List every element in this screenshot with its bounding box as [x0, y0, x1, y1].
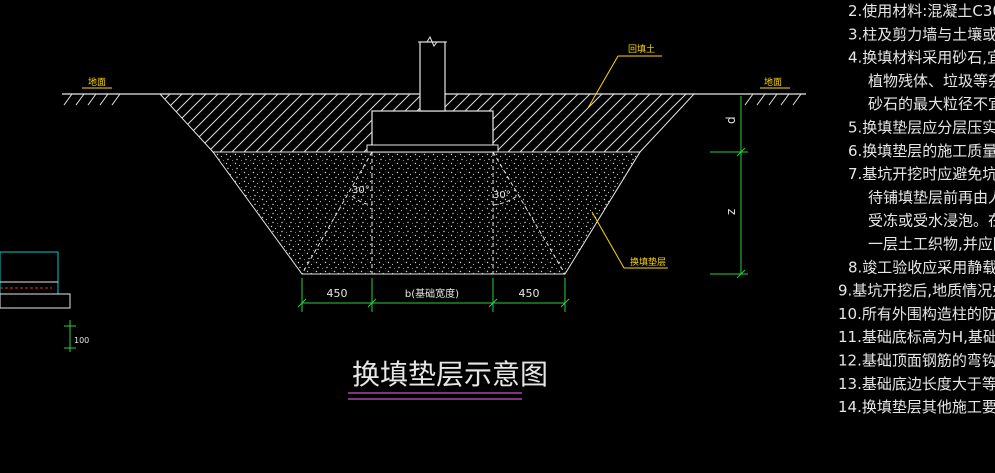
- dim-left-label: 450: [327, 287, 348, 300]
- note-line: 5.换填垫层应分层压实,分层: [848, 119, 995, 137]
- depth-dimension: [710, 96, 748, 279]
- spread-lines: [301, 151, 566, 275]
- title-underline: [348, 392, 522, 400]
- ground-right-label: 地面: [764, 76, 782, 88]
- backfill-label: 回填土: [628, 43, 655, 55]
- note-line: 8.竣工验收应采用静载荷试验: [848, 258, 995, 276]
- footing: [366, 35, 499, 153]
- note-line: 12.基础顶面钢筋的弯钩长度=: [838, 352, 995, 370]
- ground-left-label: 地面: [88, 76, 106, 88]
- note-line: 3.柱及剪力墙与土壤或水直接: [848, 25, 995, 43]
- note-line: 待铺填垫层前再由人工挖: [868, 188, 995, 206]
- cushion-region: [212, 151, 641, 275]
- note-line: 6.换填垫层的施工质量检验应: [848, 142, 995, 160]
- note-line: 13.基础底边长度大于等于2.5: [838, 375, 995, 393]
- angle-left-label: 30°: [352, 185, 370, 196]
- note-line: 14.换填垫层其他施工要求见《: [838, 398, 995, 416]
- note-line: 砂石的最大粒径不宜大于: [868, 95, 995, 113]
- notes-list: 2.使用材料:混凝土C30,钢 3.柱及剪力墙与土壤或水直接 4.换填材料采用砂石,…: [838, 2, 995, 416]
- note-line: 2.使用材料:混凝土C30,钢: [848, 2, 995, 20]
- dim-center-label: b(基础宽度): [405, 287, 459, 300]
- depth-d-label: d: [724, 116, 738, 124]
- angle-right-label: 30°: [493, 190, 511, 201]
- dim-right-label: 450: [519, 287, 540, 300]
- cushion-leader: [591, 211, 668, 269]
- small-dim-label: 100: [74, 336, 89, 345]
- drawing-title: 换填垫层示意图: [352, 358, 548, 391]
- note-line: 11.基础底标高为H,基础承台高: [838, 328, 995, 346]
- left-partial-detail: [0, 251, 76, 352]
- note-line: 植物残体、垃圾等杂质。: [868, 72, 995, 90]
- note-line: 4.换填材料采用砂石,宜选用: [848, 49, 995, 67]
- depth-z-label: z: [724, 209, 738, 215]
- note-line: 7.基坑开挖时应避免坑底土层: [848, 165, 995, 183]
- width-dimension: [297, 278, 570, 312]
- backfill-leader: [587, 55, 662, 109]
- note-line: 一层土工织物,并应防止基: [868, 235, 995, 253]
- note-line: 10.所有外围构造柱的防雷接地: [838, 305, 995, 323]
- note-line: 受冻或受水浸泡。在碎石: [868, 212, 995, 230]
- note-line: 9.基坑开挖后,地质情况如与: [838, 282, 995, 300]
- cushion-label: 换填垫层: [630, 256, 666, 268]
